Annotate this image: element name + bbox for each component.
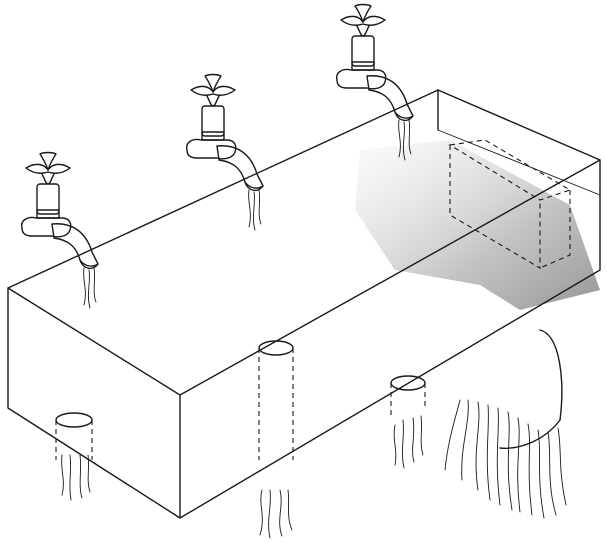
faucets xyxy=(22,5,413,309)
drain-front-left xyxy=(56,413,92,500)
drain-top-middle xyxy=(259,341,293,538)
faucet-spout xyxy=(52,224,98,266)
faucet-middle xyxy=(187,75,263,231)
faucet-handle xyxy=(191,75,235,107)
faucet-right xyxy=(337,5,413,161)
faucet-left xyxy=(22,153,98,309)
open-topped-tank xyxy=(8,90,600,518)
water-stream xyxy=(84,268,96,308)
faucet-handle xyxy=(341,5,385,37)
water-stream xyxy=(249,190,261,230)
faucet-handle xyxy=(26,153,70,185)
water-surface-shade xyxy=(355,140,600,310)
drain-large-right xyxy=(445,330,566,518)
tank-front-face xyxy=(8,288,180,518)
